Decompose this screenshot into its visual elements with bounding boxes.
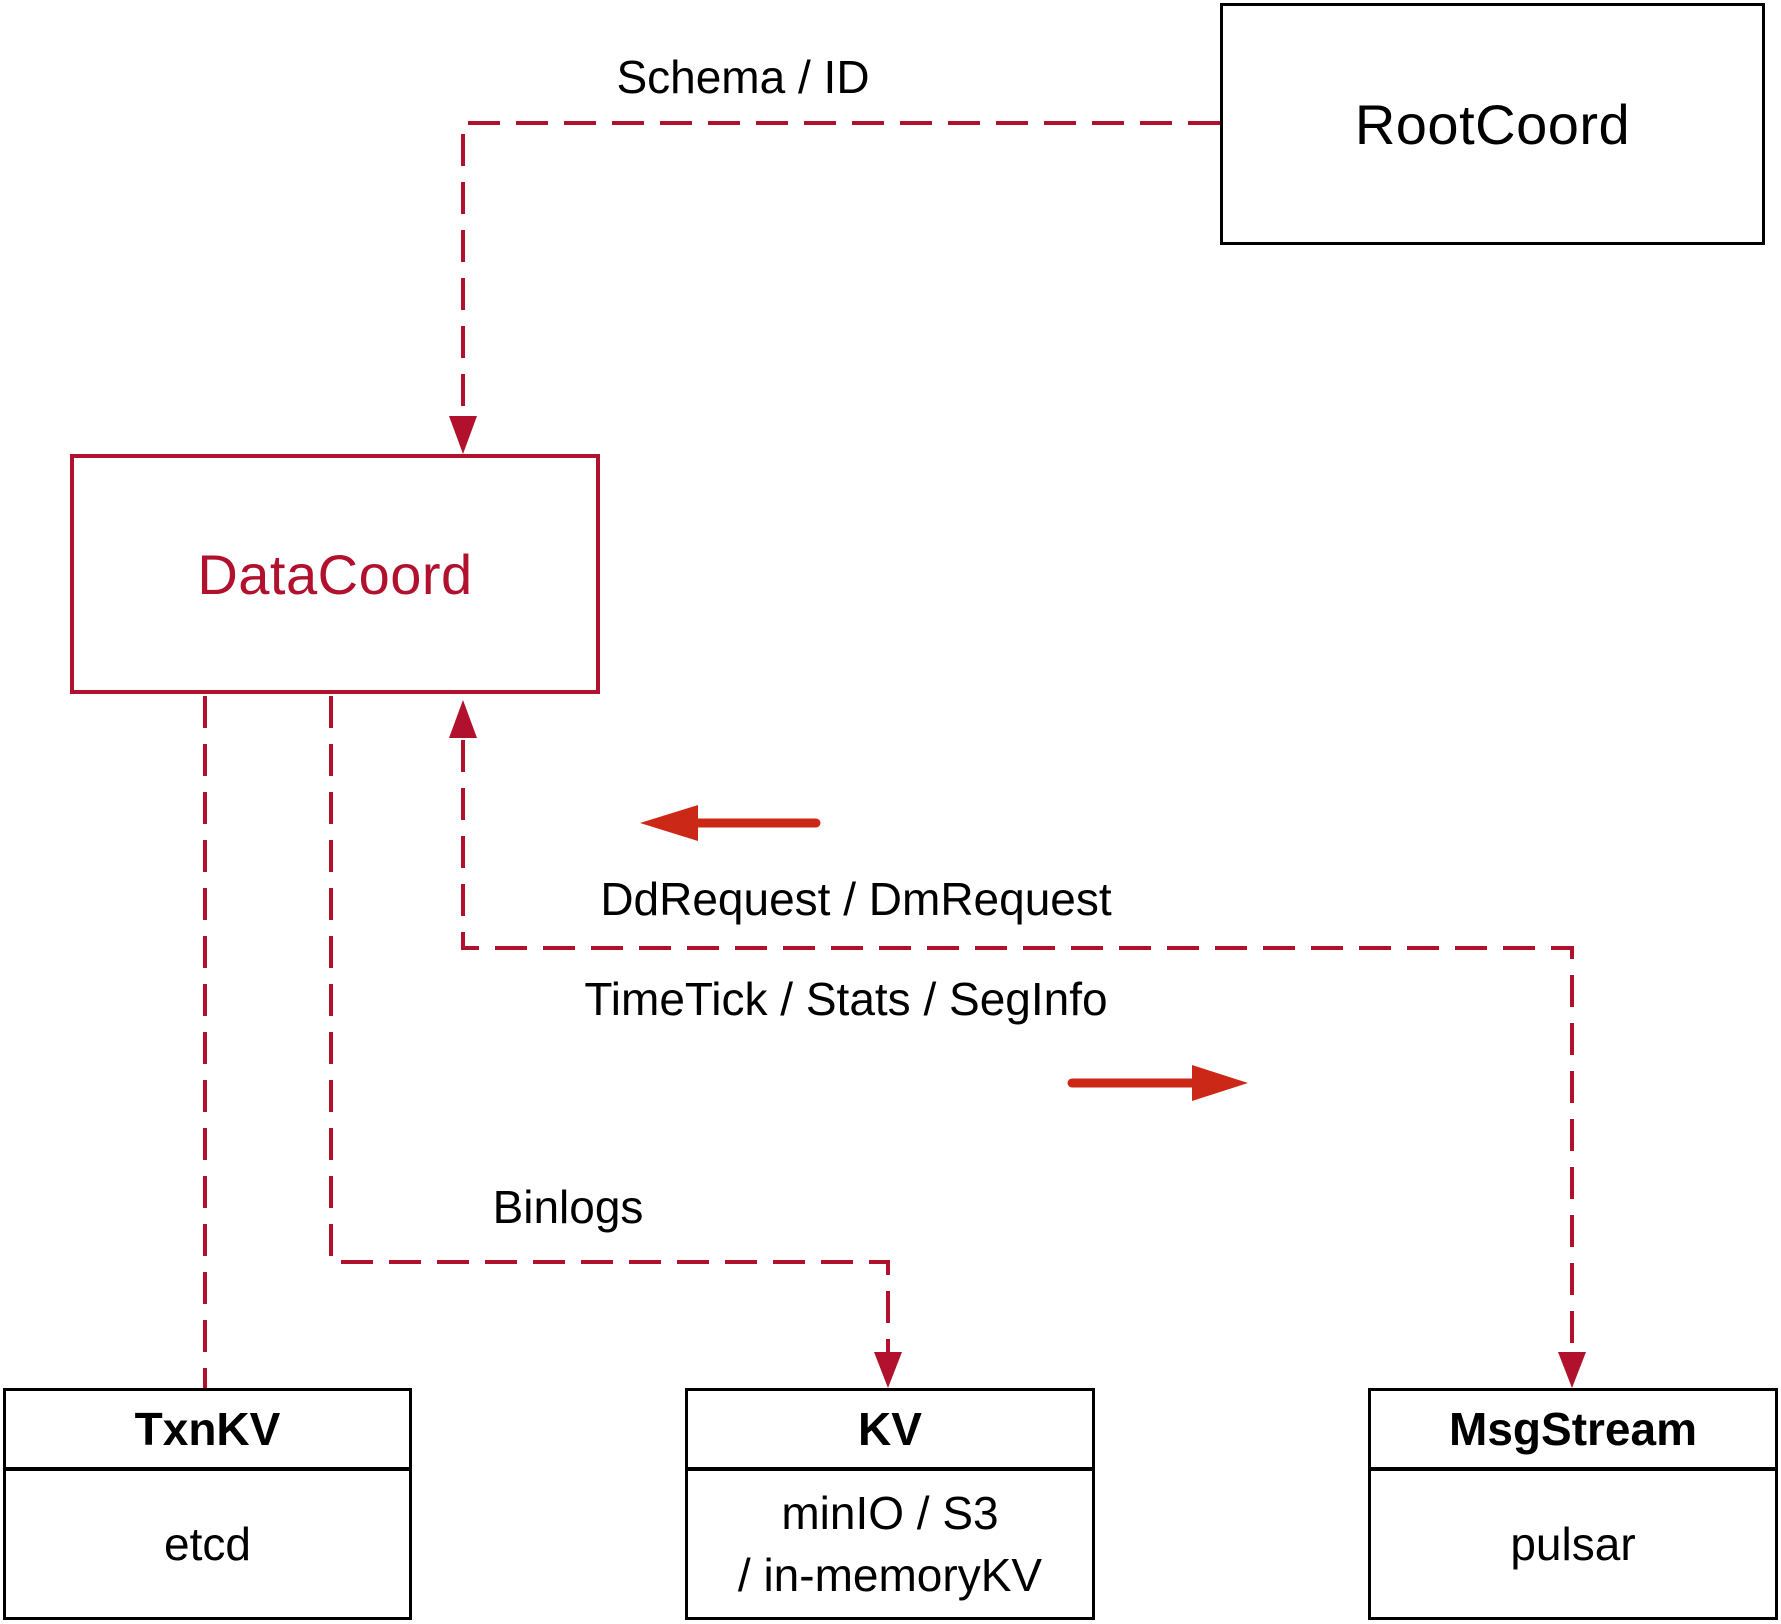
request-stream-connector (461, 740, 1574, 1352)
node-txnkv: TxnKV etcd (3, 1388, 412, 1620)
msgstream-header: MsgStream (1371, 1391, 1775, 1471)
node-msgstream: MsgStream pulsar (1368, 1388, 1778, 1620)
kv-body: minIO / S3 / in-memoryKV (688, 1471, 1092, 1617)
right-direction-arrow-icon (1067, 1065, 1248, 1101)
txnkv-body: etcd (164, 1518, 251, 1570)
kv-header: KV (688, 1391, 1092, 1471)
datacoord-label: DataCoord (197, 542, 473, 606)
node-datacoord: DataCoord (70, 454, 600, 694)
arrow-down-icon (874, 1352, 902, 1388)
left-direction-arrow-icon (640, 805, 821, 841)
node-kv: KV minIO / S3 / in-memoryKV (685, 1388, 1095, 1620)
edge-label-binlogs: Binlogs (492, 1181, 644, 1233)
edge-label-timetick-stats-seginfo: TimeTick / Stats / SegInfo (584, 973, 1108, 1025)
binlogs-connector (329, 696, 890, 1352)
kv-body-line-1: minIO / S3 (781, 1487, 999, 1539)
schema-id-connector (461, 121, 1220, 416)
arrow-down-icon (1558, 1352, 1586, 1388)
node-rootcoord: RootCoord (1220, 3, 1765, 245)
msgstream-body: pulsar (1510, 1518, 1636, 1570)
txnkv-header: TxnKV (6, 1391, 409, 1471)
arrow-up-icon (449, 700, 477, 738)
arrow-down-icon (449, 416, 477, 454)
edge-label-schema-id: Schema / ID (616, 51, 870, 103)
rootcoord-label: RootCoord (1354, 92, 1631, 156)
kv-body-line-2: / in-memoryKV (737, 1549, 1043, 1601)
edge-label-dd-dm-request: DdRequest / DmRequest (600, 873, 1112, 925)
